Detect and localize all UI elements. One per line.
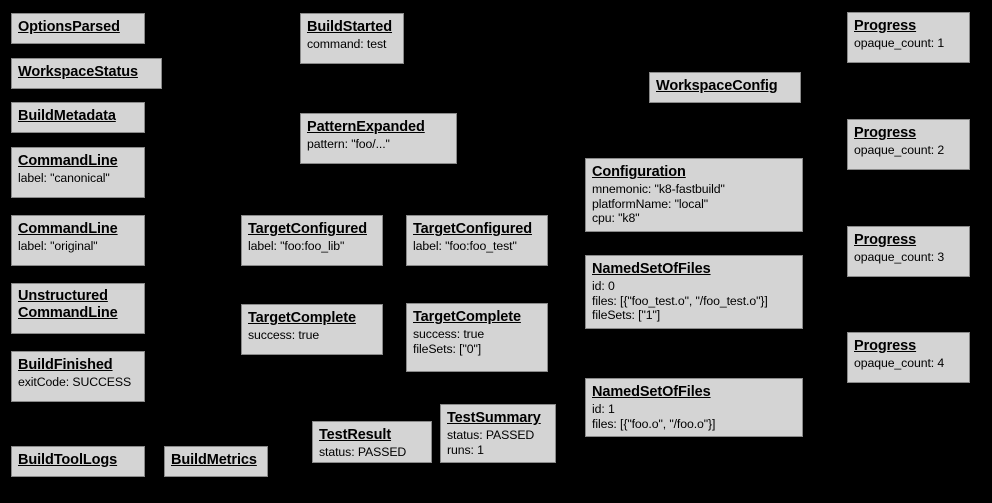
event-node-fields: label: "foo:foo_test" [413, 239, 517, 254]
event-node-build-metrics[interactable]: BuildMetrics [164, 446, 268, 477]
event-node-fields: opaque_count: 2 [854, 143, 945, 158]
event-node-fields: opaque_count: 1 [854, 36, 945, 51]
event-node-target-configured-foo-test[interactable]: TargetConfigured label: "foo:foo_test" [406, 215, 548, 266]
event-node-workspace-config[interactable]: WorkspaceConfig [649, 72, 801, 103]
event-node-build-finished[interactable]: BuildFinished exitCode: SUCCESS [11, 351, 145, 402]
event-node-fields: success: true fileSets: ["0"] [413, 327, 485, 356]
event-node-title: TestResult [319, 427, 392, 443]
event-node-fields: success: true [248, 328, 320, 343]
event-node-fields: command: test [307, 37, 387, 52]
event-node-target-complete-foo-lib[interactable]: TargetComplete success: true [241, 304, 383, 355]
event-node-progress-2[interactable]: Progress opaque_count: 2 [847, 119, 970, 170]
event-node-title: BuildMetrics [171, 452, 257, 468]
event-node-fields: opaque_count: 4 [854, 356, 945, 371]
event-node-title: TargetComplete [413, 309, 521, 325]
event-node-fields: exitCode: SUCCESS [18, 375, 132, 390]
event-node-progress-3[interactable]: Progress opaque_count: 3 [847, 226, 970, 277]
event-node-title: Configuration [592, 164, 686, 180]
event-node-title: NamedSetOfFiles [592, 261, 711, 277]
event-node-title: BuildStarted [307, 19, 393, 35]
event-node-title: NamedSetOfFiles [592, 384, 711, 400]
event-node-test-result[interactable]: TestResult status: PASSED [312, 421, 432, 463]
event-node-title: TargetComplete [248, 310, 356, 326]
event-node-target-complete-foo-test[interactable]: TargetComplete success: true fileSets: ["… [406, 303, 548, 372]
event-node-command-line-original[interactable]: CommandLine label: "original" [11, 215, 145, 266]
event-node-title: Progress [854, 18, 917, 34]
event-node-title: WorkspaceStatus [18, 64, 138, 80]
event-node-test-summary[interactable]: TestSummary status: PASSED runs: 1 [440, 404, 556, 463]
event-node-title: CommandLine [18, 221, 118, 237]
event-node-title: TargetConfigured [248, 221, 367, 237]
event-node-workspace-status[interactable]: WorkspaceStatus [11, 58, 162, 89]
event-node-progress-4[interactable]: Progress opaque_count: 4 [847, 332, 970, 383]
event-node-title: BuildMetadata [18, 108, 116, 124]
event-node-fields: pattern: "foo/..." [307, 137, 390, 152]
event-node-target-configured-foo-lib[interactable]: TargetConfigured label: "foo:foo_lib" [241, 215, 383, 266]
event-node-title: BuildFinished [18, 357, 113, 373]
event-node-title: TestSummary [447, 410, 541, 426]
event-node-title: PatternExpanded [307, 119, 425, 135]
event-node-build-metadata[interactable]: BuildMetadata [11, 102, 145, 133]
event-node-fields: label: "original" [18, 239, 98, 254]
event-node-options-parsed[interactable]: OptionsParsed [11, 13, 145, 44]
event-node-fields: status: PASSED [319, 445, 407, 460]
event-node-title: OptionsParsed [18, 19, 120, 35]
event-node-title: Unstructured CommandLine [18, 288, 118, 322]
event-node-fields: mnemonic: "k8-fastbuild" platformName: "… [592, 182, 725, 226]
event-node-title: TargetConfigured [413, 221, 532, 237]
event-node-title: Progress [854, 232, 917, 248]
event-node-command-line-canonical[interactable]: CommandLine label: "canonical" [11, 147, 145, 198]
event-node-named-set-of-files-0[interactable]: NamedSetOfFiles id: 0 files: [{"foo_test.… [585, 255, 803, 329]
event-node-fields: label: "canonical" [18, 171, 110, 186]
event-node-fields: id: 0 files: [{"foo_test.o", "/foo_test.… [592, 279, 768, 323]
event-node-build-started[interactable]: BuildStarted command: test [300, 13, 404, 64]
event-node-named-set-of-files-1[interactable]: NamedSetOfFiles id: 1 files: [{"foo.o", "… [585, 378, 803, 437]
event-node-fields: label: "foo:foo_lib" [248, 239, 345, 254]
event-node-unstructured-command-line[interactable]: Unstructured CommandLine [11, 283, 145, 334]
event-node-fields: id: 1 files: [{"foo.o", "/foo.o"}] [592, 402, 716, 431]
event-node-pattern-expanded[interactable]: PatternExpanded pattern: "foo/..." [300, 113, 457, 164]
event-node-title: WorkspaceConfig [656, 78, 778, 94]
event-node-progress-1[interactable]: Progress opaque_count: 1 [847, 12, 970, 63]
event-node-configuration[interactable]: Configuration mnemonic: "k8-fastbuild" pl… [585, 158, 803, 232]
event-node-title: CommandLine [18, 153, 118, 169]
event-node-fields: status: PASSED runs: 1 [447, 428, 535, 457]
event-node-title: Progress [854, 338, 917, 354]
event-node-build-tool-logs[interactable]: BuildToolLogs [11, 446, 145, 477]
event-node-title: BuildToolLogs [18, 452, 118, 468]
event-node-title: Progress [854, 125, 917, 141]
event-node-fields: opaque_count: 3 [854, 250, 945, 265]
